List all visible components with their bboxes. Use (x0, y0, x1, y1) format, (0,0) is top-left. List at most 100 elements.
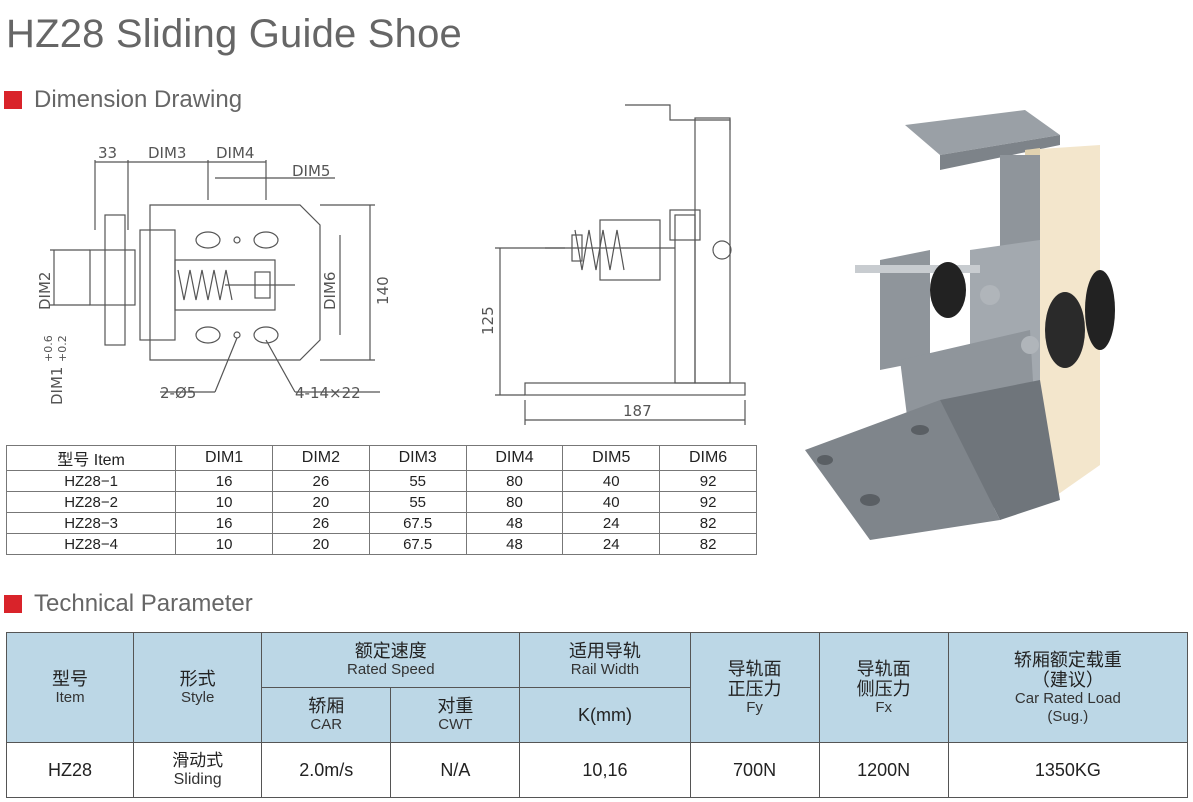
header-en: Car Rated Load (1014, 689, 1121, 707)
label-tol-lower: +0.2 (56, 335, 69, 362)
label-dim3: DIM3 (148, 144, 186, 162)
section-marker-icon (4, 595, 22, 613)
table-cell: 82 (659, 533, 757, 555)
header-zh: 额定速度 (354, 641, 427, 661)
table-cell: 40 (562, 491, 661, 513)
label-dim4: DIM4 (216, 144, 254, 162)
header-rated-speed: 额定速度 Rated Speed (261, 632, 521, 688)
cell-load: 1350KG (947, 742, 1189, 798)
table-cell: 82 (659, 512, 757, 534)
table-header: 型号 Item (5, 445, 177, 471)
header-en: Item (55, 688, 85, 706)
table-header: DIM3 (368, 445, 467, 471)
label-dim6: DIM6 (321, 272, 339, 310)
label-140: 140 (374, 276, 392, 305)
table-cell: 20 (271, 533, 370, 555)
table-header-row: 型号 Item DIM1 DIM2 DIM3 DIM4 DIM5 DIM6 (5, 445, 757, 471)
header-en: CWT (438, 716, 473, 733)
header-en: Rail Width (570, 661, 640, 678)
table-cell: 26 (271, 512, 370, 534)
header-item: 型号 Item (5, 632, 135, 743)
table-header: DIM1 (175, 445, 273, 471)
header-en: CAR (310, 716, 343, 733)
section-title: Technical Parameter (34, 590, 253, 617)
table-header-row: 型号 Item 形式 Style 额定速度 Rated Speed 适用导轨 R… (5, 632, 1189, 743)
label-hole-4: 4-14×22 (295, 384, 361, 402)
table-header: DIM4 (465, 445, 564, 471)
label-125: 125 (480, 306, 497, 335)
table-cell: 24 (562, 533, 661, 555)
cell-item: HZ28 (5, 742, 135, 798)
label-dim1: DIM1 (48, 367, 66, 405)
header-zh: 侧压力 (856, 678, 911, 699)
table-cell: 16 (175, 470, 273, 492)
label-187: 187 (623, 402, 652, 420)
table-cell: 80 (465, 491, 564, 513)
dimension-drawing-front: 33 DIM3 DIM4 DIM5 DIM6 140 DIM2 DIM1 +0.… (36, 144, 392, 405)
cell-fx: 1200N (818, 742, 949, 798)
header-en: Rated Speed (346, 661, 435, 678)
cell-style: 滑动式 Sliding (133, 742, 263, 798)
table-cell: HZ28−4 (5, 533, 177, 555)
table-row: HZ28−4 10 20 67.5 48 24 82 (5, 533, 757, 555)
label-dim5: DIM5 (292, 162, 330, 180)
header-en: Fy (746, 698, 763, 716)
table-cell: 55 (368, 470, 467, 492)
table-cell: 40 (562, 470, 661, 492)
table-subheader-row: 轿厢 CAR 对重 CWT K(mm) (7, 687, 1188, 743)
table-row: HZ28−1 16 26 55 80 40 92 (5, 470, 757, 492)
table-cell: 67.5 (368, 533, 467, 555)
header-zh: 型号 (52, 668, 89, 689)
header-zh: 形式 (179, 668, 216, 689)
label-dim2: DIM2 (36, 272, 54, 310)
table-header: DIM5 (562, 445, 661, 471)
header-cwt: 对重 CWT (390, 687, 521, 743)
section-dimension-drawing: Dimension Drawing (4, 86, 242, 114)
label-hole-2: 2-Ø5 (160, 384, 196, 402)
header-style: 形式 Style (133, 632, 263, 743)
table-cell: HZ28−2 (5, 491, 177, 513)
header-zh: 轿厢 (308, 696, 345, 716)
cell-car-speed: 2.0m/s (261, 742, 392, 798)
page-title: HZ28 Sliding Guide Shoe (6, 12, 462, 56)
table-cell: 16 (175, 512, 273, 534)
table-cell: 67.5 (368, 512, 467, 534)
header-zh: （建议） (1031, 669, 1104, 690)
table-row: HZ28−2 10 20 55 80 40 92 (5, 491, 757, 513)
table-cell: 92 (659, 470, 757, 492)
cell-zh: 滑动式 (172, 751, 224, 770)
section-marker-icon (4, 91, 22, 109)
table-cell: 24 (562, 512, 661, 534)
header-car: 轿厢 CAR (261, 687, 392, 743)
header-zh: K(mm) (577, 705, 632, 725)
table-cell: 26 (271, 470, 370, 492)
header-load: 轿厢额定载重 （建议） Car Rated Load (Sug.) (947, 632, 1189, 743)
header-fy: 导轨面 正压力 Fy (689, 632, 820, 743)
table-cell: 92 (659, 491, 757, 513)
table-cell: 48 (465, 533, 564, 555)
table-header: DIM2 (271, 445, 370, 471)
header-en: Style (180, 688, 215, 706)
header-zh: 轿厢额定载重 (1013, 649, 1122, 670)
technical-table: 型号 Item 形式 Style 额定速度 Rated Speed 适用导轨 R… (5, 632, 1189, 798)
label-33: 33 (98, 144, 117, 162)
header-zh: 正压力 (727, 678, 782, 699)
header-zh: 导轨面 (727, 658, 782, 679)
table-row: HZ28 滑动式 Sliding 2.0m/s N/A 10,16 700N 1… (5, 742, 1189, 798)
table-cell: 80 (465, 470, 564, 492)
header-fx: 导轨面 侧压力 Fx (818, 632, 949, 743)
header-zh: 适用导轨 (568, 641, 641, 661)
table-cell: 20 (271, 491, 370, 513)
table-cell: 48 (465, 512, 564, 534)
cell-fy: 700N (689, 742, 820, 798)
header-zh: 导轨面 (856, 658, 911, 679)
header-en: (Sug.) (1047, 707, 1089, 725)
section-technical-parameter: Technical Parameter (4, 590, 253, 618)
table-cell: 55 (368, 491, 467, 513)
header-k-mm: K(mm) (519, 687, 691, 743)
cell-en: Sliding (173, 771, 222, 788)
cell-cwt-speed: N/A (390, 742, 521, 798)
table-cell: HZ28−1 (5, 470, 177, 492)
dimension-table: 型号 Item DIM1 DIM2 DIM3 DIM4 DIM5 DIM6 HZ… (5, 445, 757, 555)
table-cell: 10 (175, 491, 273, 513)
